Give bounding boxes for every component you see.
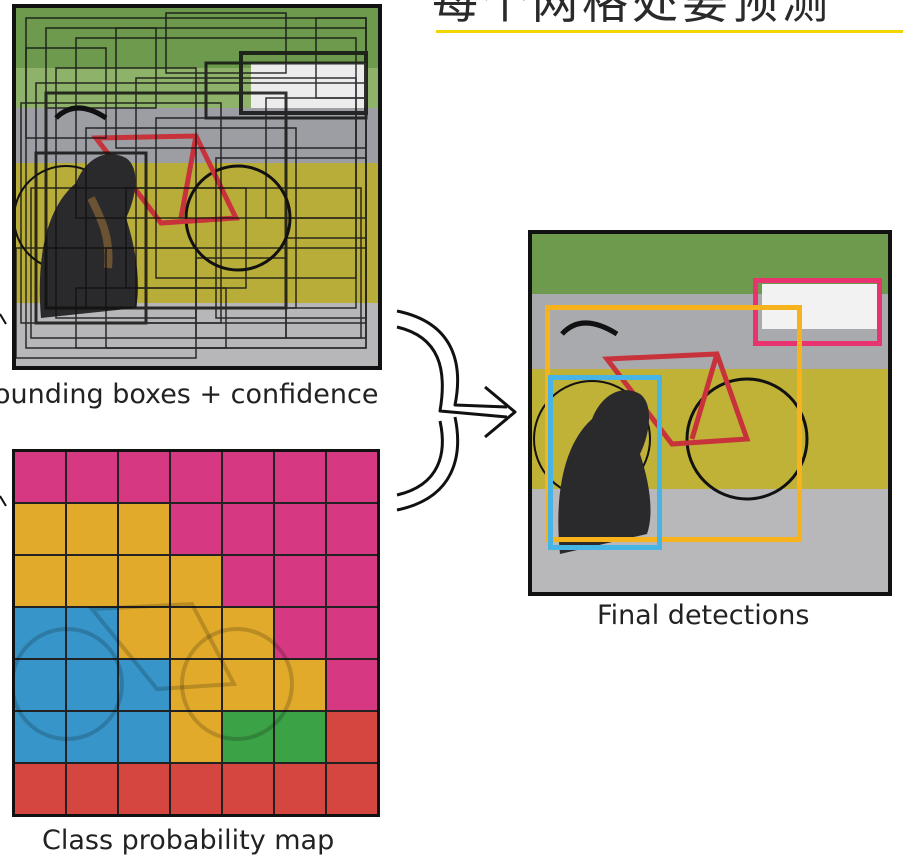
final-detections-caption: Final detections [597, 600, 810, 631]
grid-cell-blue [67, 660, 117, 710]
grid-cell-yellow [15, 504, 65, 554]
title-underline [436, 30, 903, 33]
grid-cell-pink [275, 556, 325, 606]
grid-cell-yellow [171, 608, 221, 658]
grid-cell-pink [223, 504, 273, 554]
grid-cell-red [327, 764, 377, 814]
grid-cell-pink [223, 452, 273, 502]
car-detection-box [753, 278, 882, 346]
grid-cell-blue [67, 608, 117, 658]
grid-cell-red [275, 764, 325, 814]
grid-cell-blue [119, 712, 169, 762]
grid-cell-red [171, 764, 221, 814]
grid-cell-yellow [15, 556, 65, 606]
grid-cell-yellow [171, 556, 221, 606]
left-arrow-fragment [0, 313, 7, 507]
class-probability-grid [12, 449, 380, 817]
dog-detection-box [548, 375, 662, 550]
grid-cell-yellow [119, 608, 169, 658]
grid-cell-blue [67, 712, 117, 762]
grid-cell-pink [171, 452, 221, 502]
grid-cell-pink [275, 504, 325, 554]
grid-cell-pink [327, 452, 377, 502]
final-detections-image [528, 230, 892, 596]
grid-cell-yellow [119, 504, 169, 554]
grid-cell-pink [119, 452, 169, 502]
grid-cell-red [15, 764, 65, 814]
grid-cell-yellow [119, 556, 169, 606]
class-grid-ghost-image [12, 601, 294, 741]
grid-cell-pink [67, 452, 117, 502]
grid-cell-red [223, 764, 273, 814]
bounding-boxes-image [12, 4, 382, 370]
grid-cell-red [327, 712, 377, 762]
grid-cell-blue [15, 608, 65, 658]
page-title: 每个网格处要预测 [432, 0, 903, 26]
grid-cell-red [67, 764, 117, 814]
grid-cell-yellow [171, 712, 221, 762]
grid-cell-pink [275, 452, 325, 502]
class-map-caption: Class probability map [42, 825, 335, 856]
grid-cell-red [119, 764, 169, 814]
grid-cell-yellow [67, 504, 117, 554]
grid-cell-blue [15, 660, 65, 710]
grid-cell-yellow [223, 608, 273, 658]
grid-cell-yellow [275, 660, 325, 710]
curly-arrow-icon [396, 309, 517, 512]
grid-cell-blue [15, 712, 65, 762]
bounding-boxes-scene [16, 8, 378, 366]
grid-cell-pink [223, 556, 273, 606]
grid-cell-pink [327, 504, 377, 554]
bicycle-detection-box [545, 305, 802, 542]
grid-cell-pink [275, 608, 325, 658]
grid-cell-yellow [171, 660, 221, 710]
grid-cell-pink [327, 556, 377, 606]
grid-cell-green [275, 712, 325, 762]
grid-cell-yellow [67, 556, 117, 606]
grid-cell-yellow [223, 660, 273, 710]
grid-cell-blue [119, 660, 169, 710]
bounding-boxes-caption: ounding boxes + confidence [0, 379, 379, 410]
grid-cell-pink [327, 608, 377, 658]
grid-cell-pink [327, 660, 377, 710]
grid-cell-pink [15, 452, 65, 502]
grid-cell-pink [171, 504, 221, 554]
grid-cell-green [223, 712, 273, 762]
